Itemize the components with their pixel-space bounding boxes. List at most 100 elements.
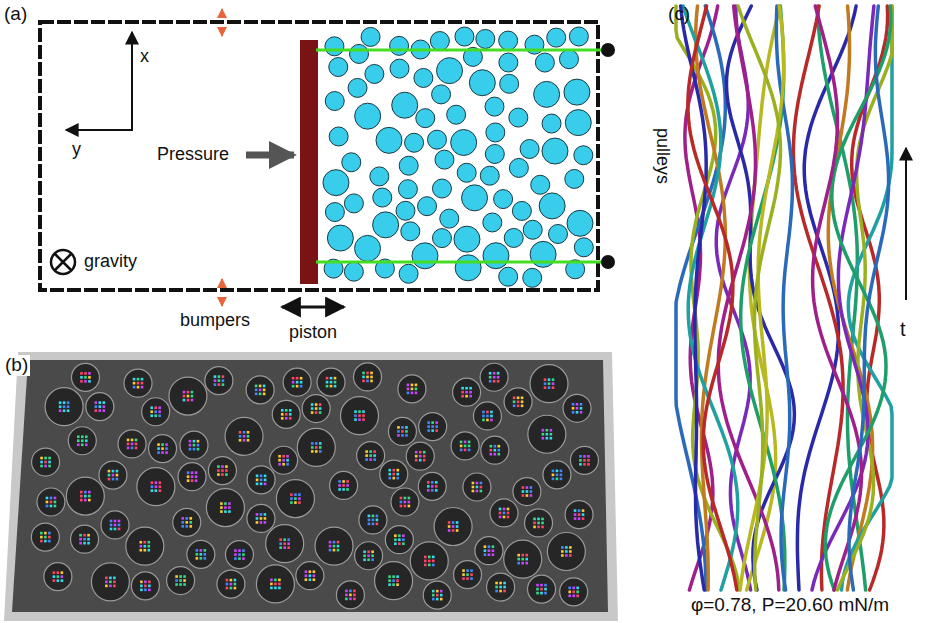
- photo-disc: [385, 526, 413, 554]
- marker-dot: [175, 575, 178, 578]
- marker-dot: [315, 411, 318, 414]
- marker-dot: [109, 585, 112, 588]
- marker-dot: [517, 554, 520, 557]
- marker-dot: [127, 443, 130, 446]
- marker-dot: [165, 451, 168, 454]
- disc: [398, 180, 417, 199]
- marker-dot: [494, 453, 497, 456]
- marker-dot: [191, 479, 194, 482]
- photo-disc: [246, 376, 274, 404]
- axis-arrow: [66, 129, 133, 131]
- pulley-string: [316, 261, 602, 264]
- marker-dot: [151, 489, 154, 492]
- marker-dot: [278, 583, 281, 586]
- marker-dot: [407, 384, 410, 387]
- marker-dot: [50, 505, 53, 508]
- marker-dot: [61, 575, 64, 578]
- disc: [485, 97, 504, 116]
- trajectory: [688, 6, 737, 590]
- marker-dot: [490, 415, 493, 418]
- marker-dot: [431, 485, 434, 488]
- marker-dot: [185, 525, 188, 528]
- marker-dot: [296, 385, 299, 388]
- marker-dot: [435, 425, 438, 428]
- marker-dot: [363, 554, 366, 557]
- marker-dot: [423, 459, 426, 462]
- marker-dot: [311, 411, 314, 414]
- marker-dot: [533, 526, 536, 529]
- photo-disc: [380, 460, 408, 488]
- disc: [574, 238, 593, 257]
- marker-dot: [57, 575, 60, 578]
- marker-dot: [292, 385, 295, 388]
- marker-dot: [513, 396, 516, 399]
- marker-dot: [556, 470, 559, 473]
- photo-disc: [454, 561, 482, 589]
- disc: [462, 185, 488, 211]
- marker-dot: [54, 497, 57, 500]
- disc: [418, 197, 437, 216]
- marker-dot: [428, 556, 431, 559]
- marker-dot: [503, 516, 506, 519]
- marker-dot: [234, 587, 237, 590]
- marker-dot: [540, 584, 543, 587]
- marker-dot: [541, 522, 544, 525]
- marker-dot: [243, 439, 246, 442]
- marker-dot: [84, 372, 87, 375]
- marker-dot: [54, 501, 57, 504]
- marker-dot: [499, 508, 502, 511]
- marker-dot: [300, 381, 303, 384]
- marker-dot: [560, 478, 563, 481]
- marker-dot: [404, 501, 407, 504]
- disc: [447, 105, 466, 124]
- marker-dot: [365, 458, 368, 461]
- marker-dot: [334, 381, 337, 384]
- photo-disc: [504, 540, 542, 578]
- marker-dot: [226, 583, 229, 586]
- disc: [548, 224, 567, 243]
- trajectory: [837, 6, 892, 590]
- marker-dot: [279, 538, 282, 541]
- photo-disc: [272, 400, 300, 428]
- marker-dot: [398, 542, 401, 545]
- marker-dot: [108, 478, 111, 481]
- marker-dot: [108, 470, 111, 473]
- marker-dot: [533, 518, 536, 521]
- disc: [365, 64, 384, 83]
- marker-dot: [63, 401, 66, 404]
- marker-dot: [544, 386, 547, 389]
- marker-dot: [85, 443, 88, 446]
- marker-dot: [499, 512, 502, 515]
- marker-dot: [492, 545, 495, 548]
- marker-dot: [113, 585, 116, 588]
- marker-dot: [80, 372, 83, 375]
- marker-dot: [218, 379, 221, 382]
- marker-dot: [472, 490, 475, 493]
- marker-dot: [536, 584, 539, 587]
- marker-dot: [407, 388, 410, 391]
- marker-dot: [218, 383, 221, 386]
- part-label: pulleys: [652, 128, 672, 184]
- pulley: [601, 255, 615, 269]
- marker-dot: [99, 401, 102, 404]
- marker-dot: [61, 579, 64, 582]
- marker-dot: [238, 549, 241, 552]
- photo-disc: [225, 417, 263, 455]
- marker-dot: [338, 484, 341, 487]
- marker-dot: [468, 449, 471, 452]
- marker-dot: [326, 381, 329, 384]
- marker-dot: [214, 383, 217, 386]
- marker-dot: [283, 546, 286, 549]
- marker-dot: [285, 409, 288, 412]
- marker-dot: [486, 411, 489, 414]
- marker-dot: [239, 431, 242, 434]
- marker-dot: [578, 509, 581, 512]
- marker-dot: [345, 594, 348, 597]
- marker-dot: [376, 523, 379, 526]
- marker-dot: [405, 430, 408, 433]
- marker-dot: [568, 595, 571, 598]
- marker-dot: [40, 536, 43, 539]
- photo-disc: [354, 363, 382, 391]
- marker-dot: [313, 570, 316, 573]
